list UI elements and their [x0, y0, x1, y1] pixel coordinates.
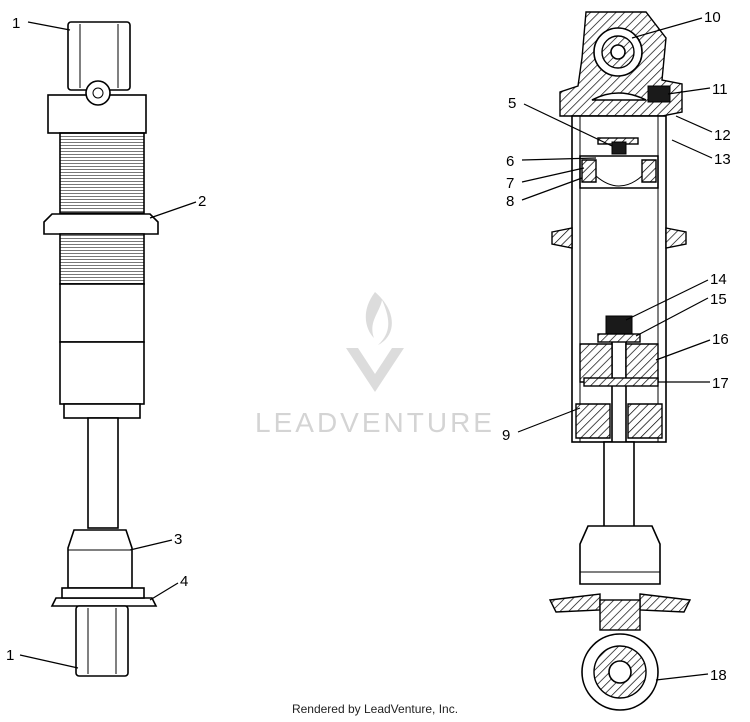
leadventure-watermark: LEADVENTURE — [255, 292, 495, 438]
callout-11: 11 — [712, 81, 728, 98]
grease-fitting-icon — [85, 80, 111, 106]
shaft-thread — [599, 599, 641, 631]
bottom-eye-mount — [75, 605, 129, 677]
callout-15: 15 — [710, 291, 727, 308]
schrader-valve — [647, 85, 671, 103]
shock-body — [59, 341, 145, 405]
callout-1-top: 1 — [12, 15, 20, 32]
cutaway-shock — [548, 11, 692, 711]
piston-washer — [583, 377, 659, 387]
callout-1-bottom: 1 — [6, 647, 14, 664]
callout-9: 9 — [502, 427, 510, 444]
callout-8: 8 — [506, 193, 514, 210]
spring — [59, 132, 145, 214]
shim-stack — [597, 333, 641, 343]
callout-7: 7 — [506, 175, 514, 192]
callout-5: 5 — [508, 95, 516, 112]
callout-6: 6 — [506, 153, 514, 170]
assembled-shock — [43, 21, 159, 677]
bump-stop — [67, 529, 133, 589]
watermark-text: LEADVENTURE — [255, 407, 495, 438]
top-eye-mount — [67, 21, 131, 91]
seal-head — [575, 403, 611, 439]
callout-12: 12 — [714, 127, 731, 144]
callout-18: 18 — [710, 667, 727, 684]
lower-spring-seat — [50, 597, 158, 607]
flame-logo-icon — [346, 292, 404, 392]
piston-shaft — [87, 417, 119, 529]
floating-piston — [579, 155, 659, 189]
footer-credit: Rendered by LeadVenture, Inc. — [291, 702, 459, 716]
main-piston — [579, 343, 613, 383]
spring-collar — [43, 213, 159, 235]
callout-10: 10 — [704, 9, 721, 26]
callout-13: 13 — [714, 151, 731, 168]
callout-4: 4 — [180, 573, 188, 590]
cutaway-bump-stop — [579, 525, 661, 585]
callout-2: 2 — [198, 193, 206, 210]
callout-16: 16 — [712, 331, 729, 348]
callout-17: 17 — [712, 375, 729, 392]
callout-3: 3 — [174, 531, 182, 548]
callout-14: 14 — [710, 271, 727, 288]
